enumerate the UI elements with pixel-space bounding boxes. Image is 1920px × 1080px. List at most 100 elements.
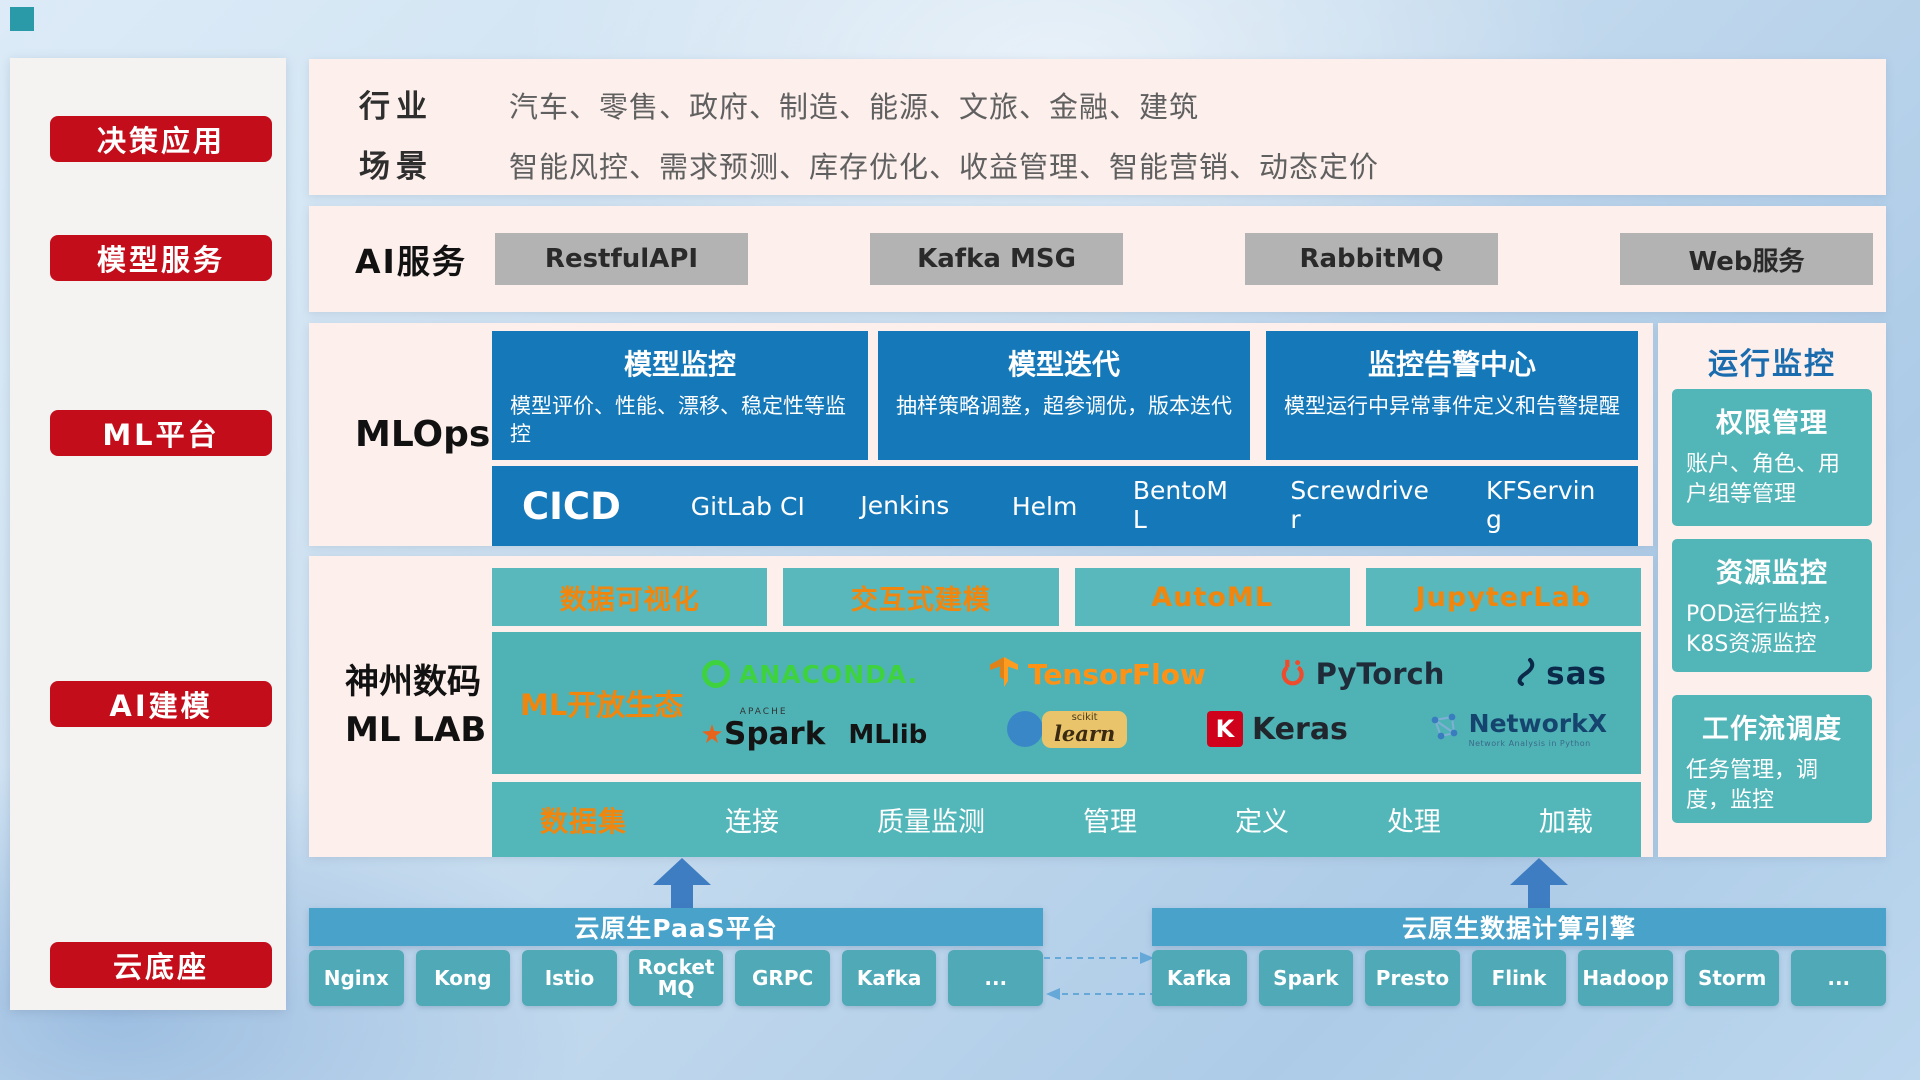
card-title: 模型迭代 <box>1007 348 1120 381</box>
scikit-top-text: scikit <box>1071 711 1098 723</box>
ml-ecosystem-panel: ML开放生态 ANACONDA. TensorFlow PyTorch <box>492 632 1641 774</box>
networkx-text: NetworkX Network Analysis in Python <box>1468 709 1607 748</box>
dataset-item-define: 定义 <box>1234 807 1289 838</box>
dataset-label: 数据集 <box>540 804 628 838</box>
keras-wordmark: Keras <box>1251 711 1348 747</box>
card-body: 任务管理，调度，监控 <box>1686 758 1819 813</box>
logo-row-2: APACHE Spark MLlib scikit learn <box>702 708 1607 750</box>
ml-lab-label: 神州数码 ML LAB <box>345 556 486 857</box>
engine-chip-hadoop: Hadoop <box>1578 950 1673 1006</box>
engine-chip-kafka: Kafka <box>1152 950 1247 1006</box>
runtime-monitoring-title: 运行监控 <box>1708 347 1836 382</box>
industry-row: 行业 汽车、零售、政府、制造、能源、文旅、金融、建筑 <box>359 81 1199 126</box>
paas-chip-grpc: GRPC <box>735 950 830 1006</box>
engine-chip-storm: Storm <box>1684 950 1780 1006</box>
networkx-subtitle: Network Analysis in Python <box>1468 738 1591 748</box>
dashed-connector-icons <box>1044 952 1156 1000</box>
engine-chip-presto: Presto <box>1365 950 1460 1006</box>
tensorflow-logo: TensorFlow <box>989 656 1206 692</box>
card-title: 权限管理 <box>1716 408 1828 439</box>
networkx-wordmark: NetworkX <box>1468 709 1607 739</box>
sidebar-item-model-service: 模型服务 <box>50 235 272 281</box>
pytorch-wordmark: PyTorch <box>1315 657 1445 691</box>
logo-row-1: ANACONDA. TensorFlow PyTorch sas <box>702 656 1607 692</box>
networkx-icon <box>1428 712 1460 746</box>
sidebar-item-ai-modeling: AI建模 <box>50 681 272 727</box>
up-arrow-icon <box>1510 858 1568 885</box>
lab-tools-row: 数据可视化 交互式建模 AutoML JupyterLab <box>492 568 1641 626</box>
card-title: 监控告警中心 <box>1367 348 1536 381</box>
card-title: 资源监控 <box>1716 558 1828 589</box>
cicd-item-kfserving: KFServing <box>1485 476 1596 534</box>
apache-label: APACHE <box>739 707 788 717</box>
engine-bar-title: 云原生数据计算引擎 <box>1152 908 1886 946</box>
industry-title: 行业 <box>359 89 433 125</box>
card-body: 抽样策略调整，超参调优，版本迭代 <box>896 394 1232 418</box>
pytorch-logo: PyTorch <box>1277 656 1445 692</box>
paas-chip-nginx: Nginx <box>309 950 404 1006</box>
scikit-circle-icon <box>1006 711 1043 747</box>
spark-mllib-logo: APACHE Spark MLlib <box>702 708 927 750</box>
paas-chip-more: ... <box>948 950 1044 1006</box>
tool-jupyterlab: JupyterLab <box>1365 568 1641 626</box>
dataset-item-connect: 连接 <box>725 807 779 838</box>
tool-interactive-modeling: 交互式建模 <box>783 568 1059 626</box>
dataset-item-quality: 质量监测 <box>876 807 985 838</box>
up-arrow-icon <box>653 858 711 885</box>
cicd-item-helm: Helm <box>1011 491 1078 521</box>
card-body: 账户、角色、用户组等管理 <box>1686 452 1841 507</box>
cicd-item-jenkins: Jenkins <box>860 490 950 520</box>
monitor-card-workflow: 工作流调度 任务管理，调度，监控 <box>1672 695 1872 823</box>
dataset-row: 数据集 连接 质量监测 管理 定义 处理 加载 <box>492 782 1641 857</box>
spark-text: Spark <box>724 716 826 752</box>
card-body: POD运行监控，K8S资源监控 <box>1686 602 1844 657</box>
monitor-card-permissions: 权限管理 账户、角色、用户组等管理 <box>1672 389 1872 526</box>
card-body: 模型运行中异常事件定义和告警提醒 <box>1284 394 1620 418</box>
ml-lab-label-line1: 神州数码 <box>345 661 481 702</box>
ml-lab-label-line2: ML LAB <box>345 709 487 750</box>
cicd-item-gitlab-ci: GitLab CI <box>690 491 805 521</box>
mlops-card-model-monitoring: 模型监控 模型评价、性能、漂移、稳定性等监控 <box>492 331 868 460</box>
monitor-card-resources: 资源监控 POD运行监控，K8S资源监控 <box>1672 539 1872 672</box>
sas-logo: sas <box>1515 656 1607 692</box>
ecosystem-logos: ANACONDA. TensorFlow PyTorch sas <box>702 632 1641 774</box>
networkx-logo: NetworkX Network Analysis in Python <box>1428 709 1607 748</box>
anaconda-wordmark: ANACONDA. <box>739 659 919 689</box>
scikit-badge: scikit learn <box>1041 710 1128 748</box>
runtime-monitoring-panel: 运行监控 权限管理 账户、角色、用户组等管理 资源监控 POD运行监控，K8S资… <box>1658 323 1886 857</box>
anaconda-icon <box>702 660 730 688</box>
engine-chip-more: ... <box>1791 950 1887 1006</box>
dataset-item-load: 加载 <box>1538 807 1593 838</box>
cicd-item-bentoml: BentoML <box>1132 476 1228 534</box>
card-title: 工作流调度 <box>1702 714 1842 745</box>
scene-list: 智能风控、需求预测、库存优化、收益管理、智能营销、动态定价 <box>509 150 1380 184</box>
scikit-wordmark: learn <box>1053 720 1116 746</box>
sidebar-item-cloud-base: 云底座 <box>50 942 272 988</box>
tensorflow-wordmark: TensorFlow <box>1028 657 1206 691</box>
paas-bar-title: 云原生PaaS平台 <box>309 908 1043 946</box>
ai-service-panel: AI服务 RestfulAPI Kafka MSG RabbitMQ Web服务 <box>309 206 1886 312</box>
anaconda-logo: ANACONDA. <box>702 660 918 689</box>
engine-chip-spark: Spark <box>1258 950 1354 1006</box>
up-arrow-stem <box>1528 884 1550 908</box>
industry-scene-panel: 行业 汽车、零售、政府、制造、能源、文旅、金融、建筑 场景 智能风控、需求预测、… <box>309 59 1886 195</box>
mlops-card-model-iteration: 模型迭代 抽样策略调整，超参调优，版本迭代 <box>878 331 1250 460</box>
mlops-card-alert-center: 监控告警中心 模型运行中异常事件定义和告警提醒 <box>1266 331 1638 460</box>
engine-components: Kafka Spark Presto Flink Hadoop Storm ..… <box>1152 950 1887 1006</box>
cicd-title: CICD <box>522 484 621 528</box>
sas-wordmark: sas <box>1546 656 1607 692</box>
mlops-label: MLOps <box>355 414 491 455</box>
paas-chip-kong: Kong <box>415 950 511 1006</box>
scikit-learn-logo: scikit learn <box>1006 710 1128 748</box>
ai-service-label: AI服务 <box>355 242 467 281</box>
paas-chip-istio: Istio <box>522 950 617 1006</box>
tool-data-visualization: 数据可视化 <box>492 568 768 626</box>
paas-chip-kafka: Kafka <box>841 950 937 1006</box>
card-body: 模型评价、性能、漂移、稳定性等监控 <box>510 394 846 447</box>
ml-ecosystem-label: ML开放生态 <box>520 688 684 722</box>
paas-components: Nginx Kong Istio RocketMQ GRPC Kafka ... <box>309 950 1044 1006</box>
scene-title: 场景 <box>359 149 433 185</box>
ml-lab-panel: 神州数码 ML LAB 数据可视化 交互式建模 AutoML JupyterLa… <box>309 556 1653 857</box>
dataset-item-manage: 管理 <box>1082 807 1137 838</box>
spark-stack: APACHE Spark <box>702 708 825 750</box>
